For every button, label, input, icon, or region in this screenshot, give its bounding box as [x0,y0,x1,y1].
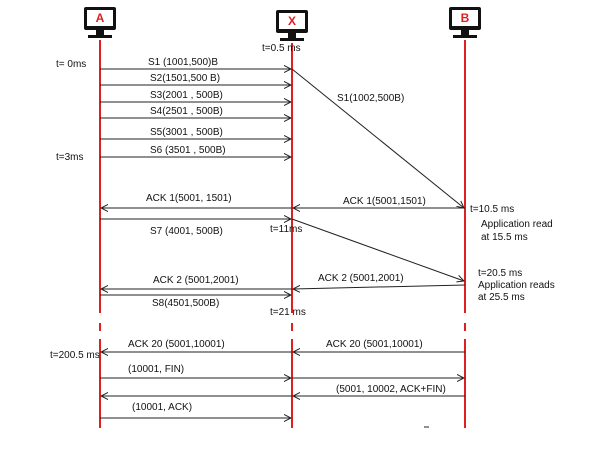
label-ack1-x-to-a: ACK 1(5001, 1501) [146,193,232,204]
label-ack1-b-to-x: ACK 1(5001,1501) [343,196,426,207]
label-fin: (10001, FIN) [128,364,184,375]
label-ack2-b-to-x: ACK 2 (5001,2001) [318,273,404,284]
label-s6: S6 (3501 , 500B) [150,145,226,156]
time-b-app-read-2a: Application reads [478,280,555,291]
label-s2: S2(1501,500 B) [150,73,220,84]
time-x-21: t=21 ms [270,307,306,318]
label-final-ack: (10001, ACK) [132,402,192,413]
time-b-20-5: t=20.5 ms [478,268,522,279]
label-ack-fin: (5001, 10002, ACK+FIN) [336,384,446,395]
label-s5: S5(3001 , 500B) [150,127,223,138]
time-a-3ms: t=3ms [56,152,84,163]
label-s4: S4(2501 , 500B) [150,106,223,117]
host-a-monitor-icon: A [84,7,116,38]
label-s3: S3(2001 , 500B) [150,90,223,101]
label-ack20-b-to-x: ACK 20 (5001,10001) [326,339,423,350]
label-s1-x-to-b: S1(1002,500B) [337,93,404,104]
time-x-start: t=0.5 ms [262,43,301,54]
host-x-monitor-icon: X [276,10,308,41]
time-x-11: t=11ms [270,224,302,235]
time-b-app-read-1b: at 15.5 ms [481,232,528,243]
message-arrows [100,69,465,418]
label-s8: S8(4501,500B) [152,298,219,309]
time-b-app-read-2b: at 25.5 ms [478,292,525,303]
label-ack20-x-to-a: ACK 20 (5001,10001) [128,339,225,350]
time-b-app-read-1a: Application read [481,219,553,230]
time-a-start: t= 0ms [56,59,86,70]
label-s7: S7 (4001, 500B) [150,226,223,237]
arrow-ack2-b-to-x [293,284,466,289]
label-s1: S1 (1001,500)B [148,57,218,68]
arrow-s7-x-to-b [291,218,464,281]
host-b-label: B [461,11,470,25]
time-a-200-5: t=200.5 ms [50,350,100,361]
host-x-label: X [288,14,296,28]
label-ack2-x-to-a: ACK 2 (5001,2001) [153,275,239,286]
host-b-monitor-icon: B [449,7,481,38]
time-b-10-5: t=10.5 ms [470,204,514,215]
host-a-label: A [96,11,105,25]
arrow-s1-x-to-b [291,68,464,208]
